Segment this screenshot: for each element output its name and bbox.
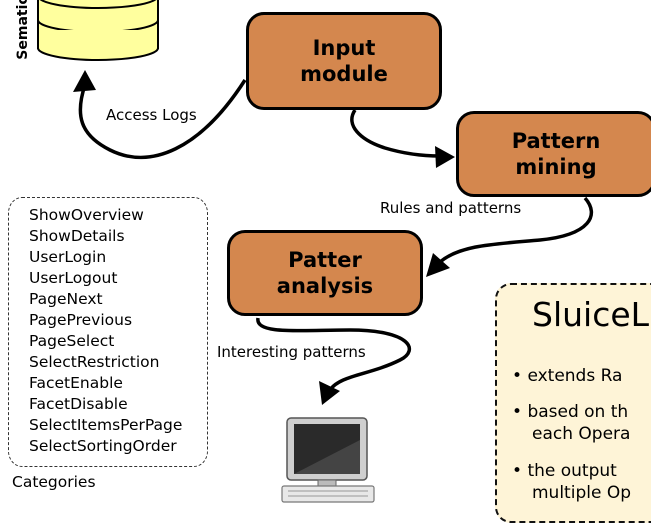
patter-analysis-box: Patter analysis <box>227 230 423 316</box>
category-item: UserLogin <box>29 248 107 266</box>
diagram-canvas <box>37 0 594 503</box>
category-item: SelectRestriction <box>29 353 160 371</box>
sluice-bullet-text: the output <box>527 461 617 481</box>
arrowhead-access-logs <box>73 70 96 92</box>
arrowhead-to-computer <box>319 381 340 405</box>
sluice-bullet-text: based on th <box>527 402 629 422</box>
bullet-dot-icon: • <box>512 366 528 386</box>
pattern-mining-box: Pattern mining <box>456 111 651 197</box>
arrow-to-analysis <box>438 196 594 264</box>
database-icon <box>37 0 159 61</box>
categories-caption: Categories <box>12 473 96 491</box>
arrow-to-mining <box>350 109 441 158</box>
sluice-bullet-line: • extends Ra <box>512 365 622 387</box>
category-item: PagePrevious <box>29 311 133 329</box>
database-label: Sematic <box>15 0 31 60</box>
sluice-bullet-text: extends Ra <box>527 366 623 386</box>
category-item: UserLogout <box>29 269 118 287</box>
computer-icon <box>281 417 375 503</box>
arrow-to-computer <box>256 317 412 392</box>
arrowhead-to-analysis <box>426 253 450 277</box>
sluice-bullet-line: • the output <box>512 460 631 482</box>
input-module-box: Input module <box>246 12 442 110</box>
interesting-patterns-label: Interesting patterns <box>217 343 366 361</box>
sluice-bullet-line: • based on th <box>512 401 630 423</box>
category-item: ShowDetails <box>29 227 125 245</box>
category-item: FacetEnable <box>29 374 123 392</box>
category-item: ShowOverview <box>29 206 144 224</box>
arrowhead-to-mining <box>435 146 455 168</box>
sluice-bullet-line2: multiple Op <box>532 483 631 503</box>
rules-patterns-label: Rules and patterns <box>380 199 522 217</box>
sluice-panel <box>495 283 651 523</box>
arrow-access-logs <box>78 79 247 159</box>
category-item: SelectItemsPerPage <box>29 416 183 434</box>
access-logs-label: Access Logs <box>106 106 197 124</box>
sluice-title: SluiceL <box>532 295 650 334</box>
bullet-dot-icon: • <box>512 402 528 422</box>
bullet-dot-icon: • <box>512 461 528 481</box>
category-item: PageNext <box>29 290 103 308</box>
category-item: SelectSortingOrder <box>29 437 177 455</box>
category-item: FacetDisable <box>29 395 128 413</box>
category-item: PageSelect <box>29 332 115 350</box>
sluice-bullet-line2: each Opera <box>532 424 631 444</box>
sluice-bullet: • extends Ra <box>512 365 622 387</box>
